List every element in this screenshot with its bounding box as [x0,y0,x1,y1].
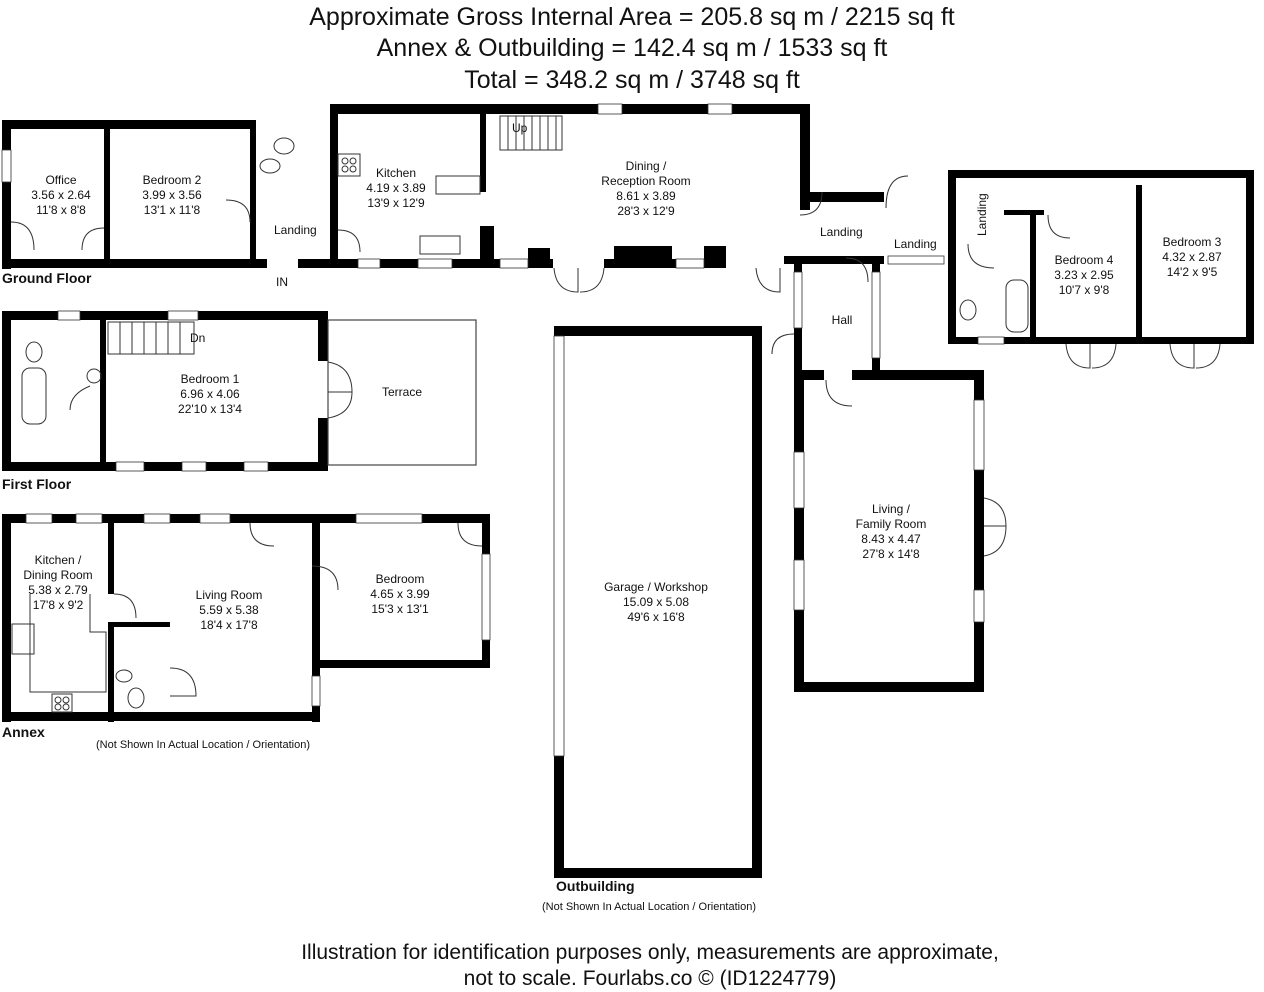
bedroom4-imperial: 10'7 x 9'8 [1059,283,1110,297]
bedroom2-name: Bedroom 2 [143,173,202,187]
annex-bedroom-imperial: 15'3 x 13'1 [371,602,429,616]
bedroom3-imperial: 14'2 x 9'5 [1167,265,1218,279]
bedroom1-name: Bedroom 1 [181,372,240,386]
kitchen-name: Kitchen [376,166,416,180]
landing-label-1: Landing [274,223,317,237]
annex-living-metric: 5.59 x 5.38 [199,603,259,617]
office-name: Office [45,173,76,187]
windows [1,103,1005,757]
bedroom3-name: Bedroom 3 [1163,235,1222,249]
living-family-metric: 8.43 x 4.47 [861,532,921,546]
disclaimer-line-1: Illustration for identification purposes… [301,941,999,964]
kitchen-metric: 4.19 x 3.89 [366,181,426,195]
landing-label-2: Landing [820,225,863,239]
entrance-label: IN [276,275,288,289]
landing-label-4: Landing [975,193,989,236]
annex-note: (Not Shown In Actual Location / Orientat… [96,739,310,751]
bedroom4-name: Bedroom 4 [1055,253,1114,267]
walls [2,104,1254,878]
up-label: Up [512,121,528,135]
annex-living-imperial: 18'4 x 17'8 [200,618,258,632]
section-notes: (Not Shown In Actual Location / Orientat… [96,739,756,913]
outbuilding-note: (Not Shown In Actual Location / Orientat… [542,901,756,913]
hall-label: Hall [832,313,853,327]
bedroom4-metric: 3.23 x 2.95 [1054,268,1114,282]
bedroom2-metric: 3.99 x 3.56 [142,188,202,202]
dining-imperial: 28'3 x 12'9 [617,204,675,218]
garage-name: Garage / Workshop [604,580,708,594]
dining-metric: 8.61 x 3.89 [616,189,676,203]
annex-kitchen-imperial: 17'8 x 9'2 [33,598,84,612]
living-family-imperial: 27'8 x 14'8 [862,547,920,561]
door-swings [10,175,1221,697]
terrace-label: Terrace [382,385,422,399]
section-labels: Ground Floor First Floor Annex Outbuildi… [2,270,635,894]
stairs [107,115,563,355]
annex-living-name: Living Room [196,588,263,602]
annex-label: Annex [2,724,45,740]
dining-name2: Reception Room [601,174,690,188]
bedroom2-imperial: 13'1 x 11'8 [144,203,201,217]
living-family-name2: Family Room [856,517,927,531]
disclaimer-line-2: not to scale. Fourlabs.co © (ID1224779) [463,967,837,990]
ground-floor-label: Ground Floor [2,270,92,286]
kitchen-imperial: 13'9 x 12'9 [367,196,425,210]
bedroom1-metric: 6.96 x 4.06 [180,387,240,401]
annex-kitchen-metric: 5.38 x 2.79 [28,583,88,597]
annex-bedroom-metric: 4.65 x 3.99 [370,587,430,601]
dn-label: Dn [190,331,205,345]
annex-bedroom-name: Bedroom [376,572,425,586]
garage-metric: 15.09 x 5.08 [623,595,689,609]
first-floor-label: First Floor [2,476,72,492]
garage-imperial: 49'6 x 16'8 [627,610,685,624]
landing-label-3: Landing [894,237,937,251]
area-line-annex: Annex & Outbuilding = 142.4 sq m / 1533 … [376,34,888,62]
bedroom3-metric: 4.32 x 2.87 [1162,250,1222,264]
small-labels: Landing Landing Landing Landing Up Dn IN [190,121,989,345]
annex-kitchen-name2: Dining Room [23,568,92,582]
office-metric: 3.56 x 2.64 [31,188,91,202]
dining-name1: Dining / [626,159,667,173]
office-imperial: 11'8 x 8'8 [36,203,86,217]
room-labels: Office 3.56 x 2.64 11'8 x 8'8 Bedroom 2 … [23,159,1222,632]
annex-kitchen-name1: Kitchen / [35,553,82,567]
bedroom1-imperial: 22'10 x 13'4 [178,402,242,416]
living-family-name1: Living / [872,502,911,516]
area-line-gross: Approximate Gross Internal Area = 205.8 … [309,3,955,31]
fixtures [11,137,1029,713]
outbuilding-label: Outbuilding [556,878,635,894]
area-line-total: Total = 348.2 sq m / 3748 sq ft [464,66,800,94]
